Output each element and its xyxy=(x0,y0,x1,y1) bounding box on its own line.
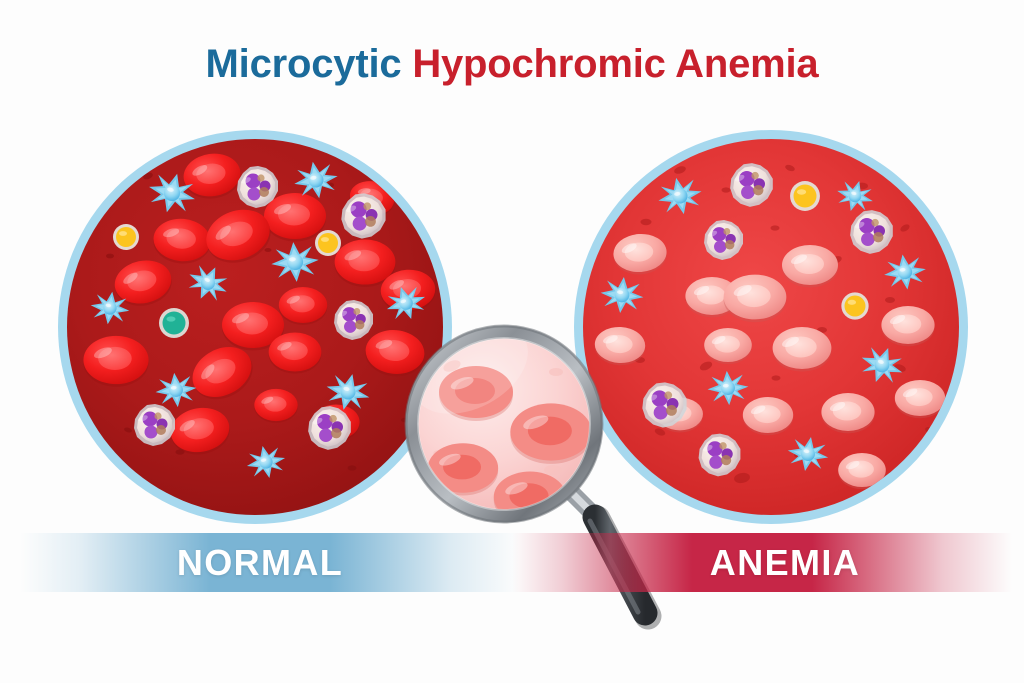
normal-label: NORMAL xyxy=(176,542,344,583)
title-part-hypochromic-anemia: Hypochromic Anemia xyxy=(412,42,819,86)
page-title: Microcytic Hypochromic Anemia xyxy=(0,42,1024,86)
normal-band xyxy=(20,533,520,592)
magnifier-contents xyxy=(416,336,592,512)
anemia-band xyxy=(512,533,1012,592)
anemia-label: ANEMIA xyxy=(709,542,861,583)
anemia-blood-panel[interactable] xyxy=(574,130,968,524)
title-part-microcytic: Microcytic xyxy=(205,42,413,86)
magnifier[interactable] xyxy=(396,304,662,630)
magnified-rbc-group xyxy=(427,366,592,512)
magnifier-rim-outline xyxy=(404,324,604,524)
normal-blood-panel[interactable] xyxy=(58,130,452,524)
magnifier-rim-inner-highlight xyxy=(417,337,591,511)
magnifier-rim xyxy=(405,325,603,523)
